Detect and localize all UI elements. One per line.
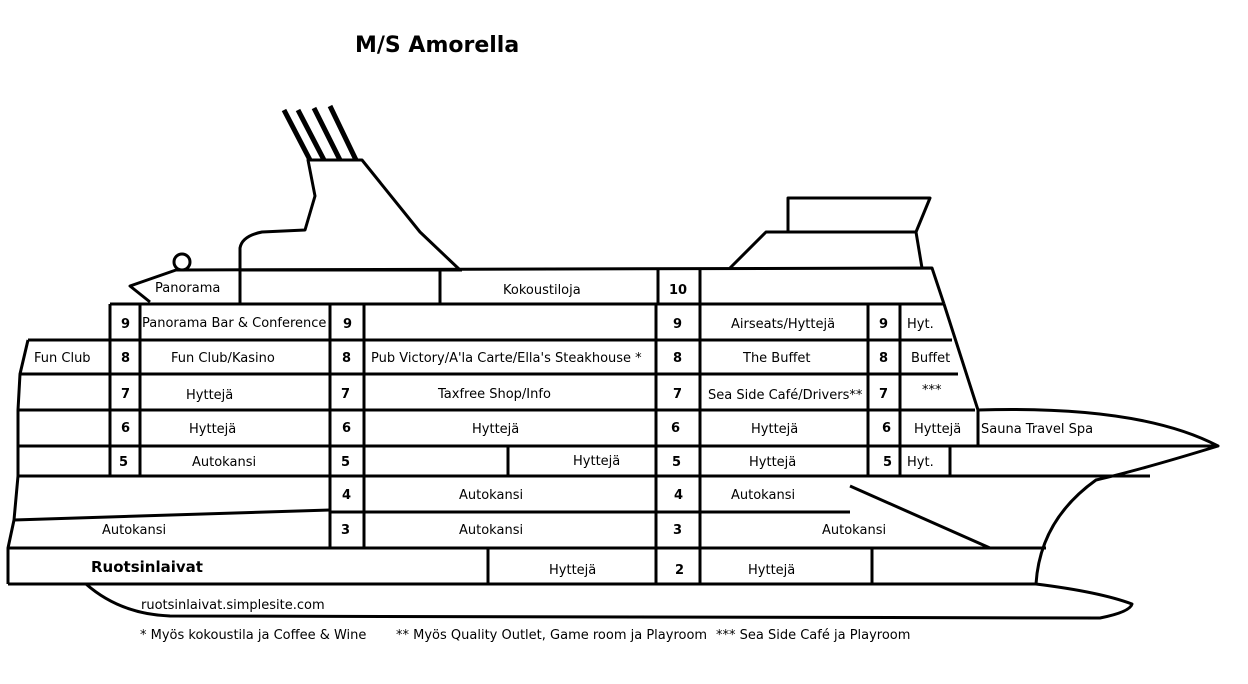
deck9-number-mid: 9: [343, 317, 352, 332]
deck9-bow-label: Hyt.: [907, 317, 934, 332]
deck9-number-bow: 9: [879, 317, 888, 332]
deck8-number-fwd: 8: [673, 351, 682, 366]
ship-title: M/S Amorella: [355, 33, 519, 58]
footnote-1: * Myös kokoustila ja Coffee & Wine: [140, 628, 366, 643]
deck6-bow-label: Hyttejä: [914, 422, 961, 437]
deck5-number-bow: 5: [883, 455, 892, 470]
deck2-fwd-label: Hyttejä: [748, 563, 795, 578]
deck7-bow-label: ***: [922, 383, 942, 398]
deck6-number-aft: 6: [121, 421, 130, 436]
deck2-number: 2: [675, 563, 684, 578]
car-deck-slope-fwd: [849, 484, 991, 550]
deck5-number-aft: 5: [119, 455, 128, 470]
deck3-aft-label: Autokansi: [102, 523, 166, 538]
deck5-mid-label: Hyttejä: [573, 454, 620, 469]
deck7-fwd-label: Sea Side Café/Drivers**: [708, 388, 863, 403]
deck4-number-fwd: 4: [674, 488, 683, 503]
bridge-lower-slope: [914, 231, 924, 269]
footnote-3: *** Sea Side Café ja Playroom: [716, 628, 910, 643]
deck6-mid-label: Hyttejä: [472, 422, 519, 437]
deck5-number-mid: 5: [341, 455, 350, 470]
deck8-mid-label: Pub Victory/A'la Carte/Ella's Steakhouse…: [371, 351, 642, 366]
deck5-number-fwd: 5: [672, 455, 681, 470]
website-link[interactable]: ruotsinlaivat.simplesite.com: [141, 598, 325, 613]
brand-label: Ruotsinlaivat: [91, 558, 203, 576]
deck3-number-fwd: 3: [673, 523, 682, 538]
deck5-bow-label: Hyt.: [907, 455, 934, 470]
deck4-number-mid: 4: [342, 488, 351, 503]
bridge-structure: [728, 196, 932, 270]
deck3-fwd-label: Autokansi: [822, 523, 886, 538]
deck7-number-fwd: 7: [673, 387, 682, 402]
deck6-number-fwd: 6: [671, 421, 680, 436]
deck8-fwd-label: The Buffet: [742, 351, 811, 366]
deck4-mid-label: Autokansi: [459, 488, 523, 503]
deck8-number-mid: 8: [342, 351, 351, 366]
mast-knob: [172, 252, 192, 272]
funnel: [238, 158, 462, 272]
funnel-pipe-1: [281, 108, 313, 162]
deck8-bow-label: Buffet: [911, 351, 950, 366]
deck2-mid-label: Hyttejä: [549, 563, 596, 578]
funnel-pipe-4: [327, 104, 359, 162]
deck6-number-bow: 6: [882, 421, 891, 436]
ship-outline: [6, 104, 1220, 620]
funnel-pipe-3: [311, 106, 343, 162]
deck8-stern-label: Fun Club: [34, 351, 91, 366]
deck6-number-mid: 6: [342, 421, 351, 436]
deck4-fwd-label: Autokansi: [731, 488, 795, 503]
funnel-pipe-2: [295, 108, 327, 162]
car-deck-slope-aft: [13, 508, 331, 522]
deck8-aft-label: Fun Club/Kasino: [171, 351, 275, 366]
deck7-aft-label: Hyttejä: [186, 388, 233, 403]
deck7-number-aft: 7: [121, 387, 130, 402]
deck9-aft-label: Panorama Bar & Conference: [142, 316, 326, 331]
deck5-fwd-label: Hyttejä: [749, 455, 796, 470]
deck3-number-mid: 3: [341, 523, 350, 538]
deck7-number-mid: 7: [341, 387, 350, 402]
deck9-fwd-label: Airseats/Hyttejä: [731, 317, 835, 332]
bow-shape: [942, 303, 1220, 585]
deck7-number-bow: 7: [879, 387, 888, 402]
deck6-fwd-label: Hyttejä: [751, 422, 798, 437]
deck10-panorama-label: Panorama: [155, 281, 220, 296]
deck3-mid-label: Autokansi: [459, 523, 523, 538]
footnote-2: ** Myös Quality Outlet, Game room ja Pla…: [396, 628, 707, 643]
deck6-spa-label: Sauna Travel Spa: [981, 422, 1093, 437]
stern-shape: [6, 339, 30, 584]
deck9-number-fwd: 9: [673, 317, 682, 332]
deck6-aft-label: Hyttejä: [189, 422, 236, 437]
deck10-meeting-label: Kokoustiloja: [503, 283, 581, 298]
deck8-number-aft: 8: [121, 351, 130, 366]
deck10-outline: [128, 266, 946, 305]
hull-keel: [85, 582, 1134, 620]
deck7-mid-label: Taxfree Shop/Info: [437, 387, 551, 402]
deck5-aft-label: Autokansi: [192, 455, 256, 470]
deck8-number-bow: 8: [879, 351, 888, 366]
deck10-number: 10: [669, 283, 687, 298]
deck9-number-aft: 9: [121, 317, 130, 332]
